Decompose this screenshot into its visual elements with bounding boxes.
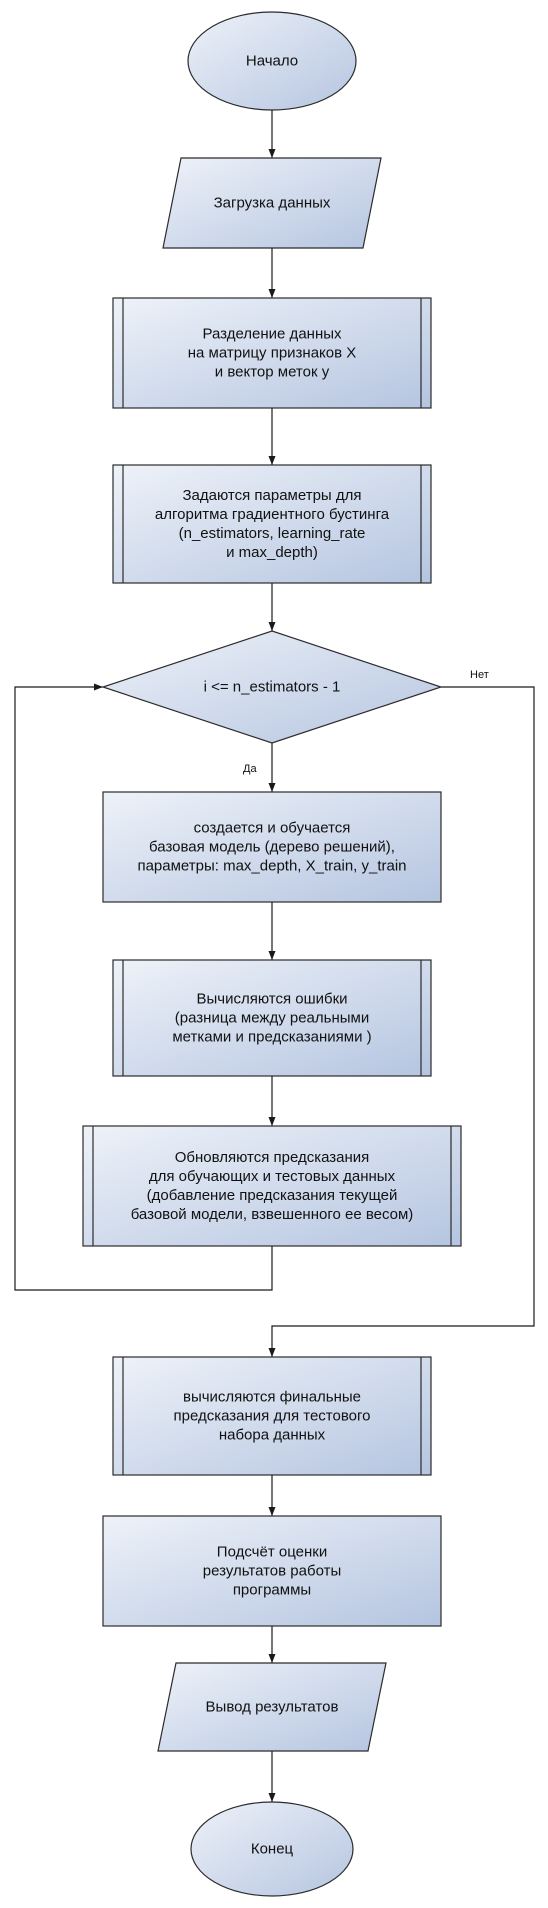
node-score: Подсчёт оценки результатов работы программ…	[102, 1515, 442, 1627]
node-load: Загрузка данных	[162, 157, 382, 249]
node-label: набора данных	[219, 1427, 326, 1444]
node-params: Задаются параметры для алгоритма градиент…	[112, 464, 432, 584]
node-label: для обучающих и тестовых данных	[149, 1168, 396, 1185]
subprocess-shape	[112, 464, 432, 584]
node-label: вычисляются финальные	[183, 1389, 361, 1406]
node-label: Подсчёт оценки	[217, 1544, 327, 1561]
node-final: вычисляются финальные предсказания для те…	[112, 1356, 432, 1476]
node-label: параметры: max_depth, X_train, y_train	[137, 858, 406, 875]
node-label: и max_depth)	[226, 544, 318, 561]
subprocess-shape	[82, 1125, 462, 1247]
node-errors: Вычисляются ошибки (разница между реальны…	[112, 959, 432, 1077]
subprocess-shape	[112, 1356, 432, 1476]
node-split: Разделение данных на матрицу признаков X и…	[112, 297, 432, 409]
subprocess-shape	[112, 959, 432, 1077]
node-label: программы	[233, 1582, 311, 1599]
node-label: создается и обучается	[194, 820, 351, 837]
node-label: Вычисляются ошибки	[196, 991, 347, 1008]
node-label: алгоритма градиентного бустинга	[155, 506, 390, 523]
edge-cond-to-final	[268, 686, 535, 1357]
data-shape	[157, 1662, 387, 1752]
data-shape	[162, 157, 382, 249]
process-shape	[102, 1515, 442, 1627]
node-label: (n_estimators, learning_rate	[179, 525, 366, 542]
node-label: базовая модель (дерево решений),	[149, 839, 395, 856]
node-label: (добавление предсказания текущей	[147, 1187, 398, 1204]
edge-label: Нет	[470, 669, 489, 681]
node-end: Конец	[190, 1801, 354, 1897]
node-label: (разница между реальными	[175, 1010, 369, 1027]
node-label: метками и предсказаниями )	[172, 1029, 371, 1046]
node-label: Обновляются предсказания	[175, 1149, 370, 1166]
node-label: Начало	[246, 53, 298, 70]
decision-shape	[101, 630, 443, 744]
edge-label: Да	[243, 763, 257, 775]
node-label: и вектор меток y	[215, 364, 330, 381]
node-train: создается и обучается базовая модель (дер…	[102, 791, 442, 903]
node-label: результатов работы	[203, 1563, 341, 1580]
node-label: предсказания для тестового	[174, 1408, 371, 1425]
process-shape	[102, 791, 442, 903]
node-label: i <= n_estimators - 1	[204, 679, 341, 696]
edge-update-to-cond	[14, 683, 273, 1291]
node-cond: i <= n_estimators - 1	[101, 630, 443, 744]
node-start: Начало	[187, 11, 357, 111]
node-update: Обновляются предсказания для обучающих и …	[82, 1125, 462, 1247]
node-label: базовой модели, взвешенного ее весом)	[131, 1206, 414, 1223]
terminator-shape	[190, 1801, 354, 1897]
connectors: Да Нет	[14, 110, 535, 1802]
node-label: на матрицу признаков X	[188, 345, 357, 362]
node-label: Вывод результатов	[206, 1699, 339, 1716]
terminator-shape	[187, 11, 357, 111]
node-label: Загрузка данных	[214, 195, 331, 212]
node-output: Вывод результатов	[157, 1662, 387, 1752]
node-label: Задаются параметры для	[182, 487, 361, 504]
node-label: Конец	[251, 1841, 294, 1858]
subprocess-shape	[112, 297, 432, 409]
node-label: Разделение данных	[202, 326, 342, 343]
